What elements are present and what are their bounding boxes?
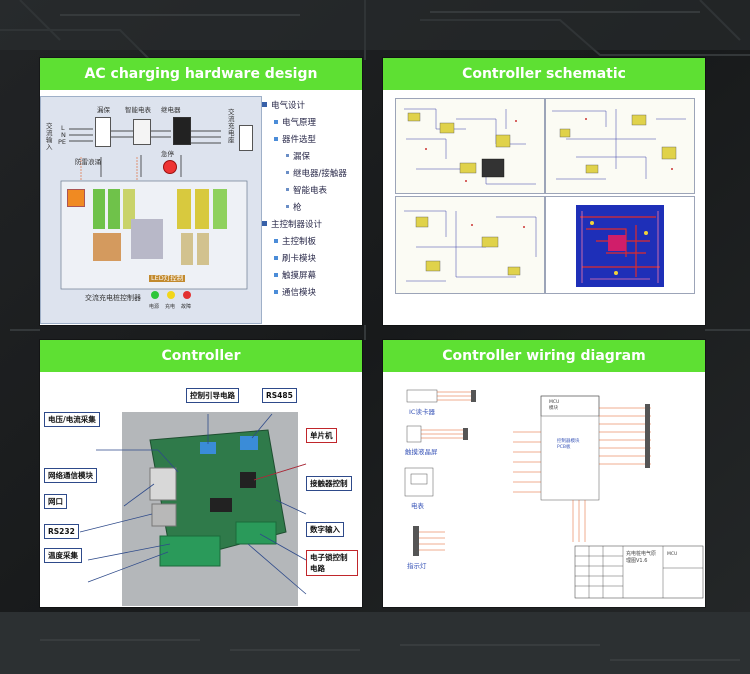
callout-rs485: RS485: [262, 388, 297, 403]
module-g: [93, 233, 121, 261]
module-i: [181, 233, 193, 265]
meter-label: 电表: [411, 502, 424, 510]
wiring-drawing: [404, 389, 704, 599]
callout-network-port: 网口: [44, 494, 67, 509]
card-reader-label: IC读卡器: [409, 408, 435, 416]
bullet-icon: [274, 289, 278, 294]
led-label-power: 电源: [149, 304, 160, 310]
module-e: [195, 189, 209, 229]
meter-label: 智能电表: [125, 106, 151, 114]
callout-contactor: 接触器控制: [306, 476, 352, 491]
module-a: [93, 189, 105, 229]
mcu-box-label: MCU 模块: [549, 400, 560, 411]
module-b: [108, 189, 120, 229]
touch-screen-label: 触摸液晶屏: [405, 448, 438, 456]
panel-title: AC charging hardware design: [40, 58, 362, 90]
bullet-icon: [286, 205, 289, 208]
outline-item: 枪: [262, 198, 362, 215]
surge-label: 防雷浪涌: [75, 158, 101, 166]
outline-item: 电气原理: [262, 113, 362, 130]
led-fault: [183, 291, 191, 299]
indicator-label: 指示灯: [407, 562, 427, 570]
outline-item: 器件选型: [262, 130, 362, 147]
pcb-layout: [545, 196, 695, 294]
power-supply-icon: [67, 189, 85, 207]
estop-button: [163, 160, 177, 174]
panel-title: Controller schematic: [383, 58, 705, 90]
callout-guide-circuit: 控制引导电路: [186, 388, 239, 403]
led-label-fault: 故障: [181, 304, 192, 310]
outline-item: 主控制板: [262, 232, 362, 249]
panel-title: Controller wiring diagram: [383, 340, 705, 372]
callout-digital-input: 数字输入: [306, 522, 344, 537]
bullet-icon: [262, 102, 267, 107]
estop-label: 急停: [161, 150, 174, 158]
leakage-label: 漏保: [97, 106, 110, 114]
callout-rs232: RS232: [44, 524, 79, 539]
line-N-label: N: [61, 131, 66, 139]
bullet-icon: [274, 255, 278, 260]
outline-item: 继电器/接触器: [262, 164, 362, 181]
module-d: [177, 189, 191, 229]
module-h: [131, 219, 163, 259]
bullet-icon: [274, 119, 278, 124]
title-block-code: MCU: [667, 552, 678, 557]
led-charging: [167, 291, 175, 299]
ac-output-label: 交流充电座: [228, 108, 235, 144]
socket: [239, 125, 253, 151]
line-L-label: L: [61, 124, 65, 132]
callout-voltage-current: 电压/电流采集: [44, 412, 100, 427]
hardware-diagram: 交流输入 L N PE 漏保 防雷浪涌 智能电表 继电器 交流充电座 急停: [40, 96, 262, 324]
callout-temperature: 温度采集: [44, 548, 82, 563]
callout-mcu: 单片机: [306, 428, 337, 443]
module-f: [213, 189, 227, 229]
line-PE-label: PE: [58, 138, 67, 146]
led-control-label: LED灯控制: [149, 274, 186, 282]
panel-wiring-diagram: Controller wiring diagram: [383, 340, 705, 607]
outline-item: 智能电表: [262, 181, 362, 198]
callout-network-module: 网络通信模块: [44, 468, 97, 483]
bullet-icon: [286, 171, 289, 174]
relay-box: [173, 117, 191, 145]
bullet-icon: [286, 188, 289, 191]
bullet-icon: [286, 154, 289, 157]
ac-input-label: 交流输入: [46, 122, 53, 151]
controller-center-label: 控制器模块 PCB板: [557, 439, 580, 450]
panel-ac-hardware: AC charging hardware design 交流输入 L N PE …: [40, 58, 362, 325]
title-block-name: 充电桩电气原理图V1.6: [626, 551, 657, 564]
led-label-charging: 充电: [165, 304, 176, 310]
outline-item: 电气设计: [262, 96, 362, 113]
bullet-icon: [274, 136, 278, 141]
schematic-sheet-3: [395, 196, 545, 294]
hardware-outline-list: 电气设计 电气原理 器件选型 漏保 继电器/接触器 智能电表 枪 主控制器设计 …: [262, 96, 362, 300]
bullet-icon: [274, 238, 278, 243]
schematic-sheet-1: [395, 98, 545, 194]
outline-item: 通信模块: [262, 283, 362, 300]
callout-lock-circuit: 电子锁控制电路: [306, 550, 358, 576]
panel-title: Controller: [40, 340, 362, 372]
bullet-icon: [262, 221, 267, 226]
outline-item: 漏保: [262, 147, 362, 164]
outline-item: 触摸屏幕: [262, 266, 362, 283]
module-j: [197, 233, 209, 265]
controller-board-photo: [79, 412, 307, 606]
meter-box: [133, 119, 151, 145]
schematic-sheet-2: [545, 98, 695, 194]
led-power: [151, 291, 159, 299]
leakage-breaker: [95, 117, 111, 147]
panel-controller-schematic: Controller schematic: [383, 58, 705, 325]
outline-item: 主控制器设计: [262, 215, 362, 232]
outline-item: 刷卡模块: [262, 249, 362, 266]
bullet-icon: [274, 272, 278, 277]
controller-label: 交流充电桩控制器: [85, 294, 141, 302]
panel-controller: Controller 控制引导电路 RS485 电压/电流采集 单片机 网络通信: [40, 340, 362, 607]
relay-label: 继电器: [161, 106, 181, 114]
